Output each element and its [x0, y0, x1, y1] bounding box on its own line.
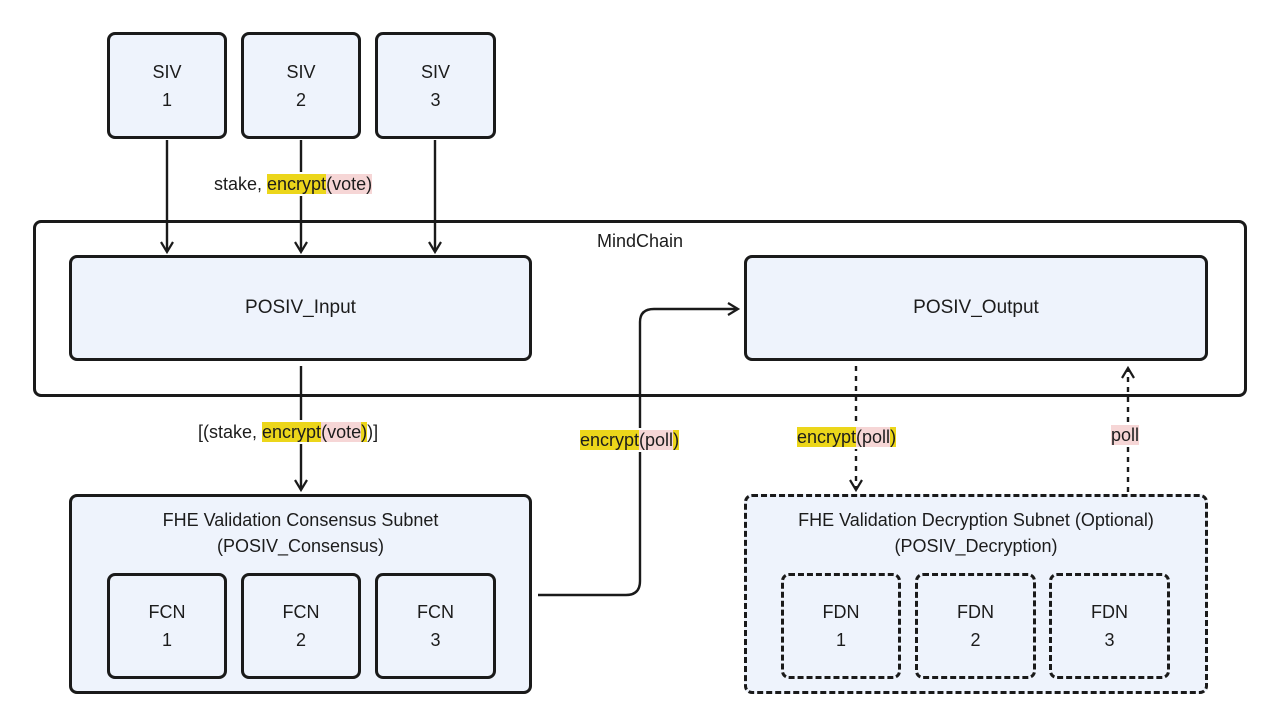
siv-node-name: SIV [152, 61, 182, 82]
label-encrypt: encrypt [267, 174, 327, 194]
subnet-title-text: FHE Validation Consensus Subnet [162, 510, 439, 530]
subnet-subtitle-text: (POSIV_Consensus) [216, 536, 385, 556]
siv-node-number: 2 [295, 89, 306, 110]
fcn-node-name: FCN [417, 602, 454, 622]
siv-node-2: SIV 2 [241, 32, 361, 139]
fdn-node-number: 1 [835, 630, 846, 650]
mindchain-title: MindChain [596, 231, 684, 251]
fcn-node-2: FCN 2 [241, 573, 361, 679]
label-open-paren: ( [326, 174, 333, 194]
label-close-paren: ) [366, 174, 373, 194]
label-argument: vote [332, 174, 367, 194]
siv-edge-label: stake, encrypt(vote) [214, 172, 373, 196]
label-encrypt: encrypt [797, 427, 857, 447]
posiv-output-label: POSIV_Output [913, 297, 1039, 318]
siv-node-number: 1 [161, 89, 172, 110]
consensus-edge-label: encrypt(poll) [580, 428, 680, 452]
posiv-input-box: POSIV_Input [69, 255, 532, 361]
subnet-title-text: FHE Validation Decryption Subnet (Option… [798, 510, 1154, 530]
fdn-node-name: FDN [957, 602, 994, 622]
siv-node-name: SIV [286, 61, 316, 82]
siv-node-3: SIV 3 [375, 32, 496, 139]
label-suffix: )] [367, 422, 379, 442]
decryption-subnet-title: FHE Validation Decryption Subnet (Option… [747, 507, 1205, 559]
label-argument: vote [327, 422, 362, 442]
fdn-node-1: FDN 1 [781, 573, 901, 679]
fdn-node-name: FDN [1091, 602, 1128, 622]
label-open-paren: ( [856, 427, 863, 447]
label-open-paren: ( [321, 422, 328, 442]
output-edge-label: encrypt(poll) [797, 425, 897, 449]
label-argument: poll [862, 427, 891, 447]
fdn-node-name: FDN [822, 602, 860, 622]
fcn-node-1: FCN 1 [107, 573, 227, 679]
input-edge-label: [(stake, encrypt(vote))] [198, 420, 379, 444]
siv-node-number: 3 [430, 89, 441, 110]
label-prefix: [(stake, [198, 422, 263, 442]
consensus-subnet-title: FHE Validation Consensus Subnet (POSIV_C… [72, 507, 529, 559]
label-close-paren: ) [890, 427, 897, 447]
subnet-subtitle-text: (POSIV_Decryption) [894, 536, 1058, 556]
return-edge-label: poll [1111, 423, 1140, 447]
fcn-node-number: 1 [161, 630, 172, 650]
label-argument: poll [1111, 425, 1140, 445]
fcn-node-name: FCN [282, 602, 320, 622]
fcn-node-name: FCN [148, 602, 186, 622]
fdn-node-2: FDN 2 [915, 573, 1036, 679]
label-prefix: stake, [214, 174, 268, 194]
siv-node-1: SIV 1 [107, 32, 227, 139]
fdn-node-number: 2 [970, 630, 981, 650]
posiv-output-box: POSIV_Output [744, 255, 1208, 361]
fcn-node-3: FCN 3 [375, 573, 496, 679]
label-argument: poll [645, 430, 674, 450]
label-close-paren: ) [673, 430, 680, 450]
label-close-paren: ) [361, 422, 368, 442]
fdn-node-number: 3 [1104, 630, 1115, 650]
siv-node-name: SIV [420, 61, 450, 82]
label-encrypt: encrypt [580, 430, 640, 450]
posiv-input-label: POSIV_Input [245, 297, 356, 318]
fcn-node-number: 3 [430, 630, 441, 650]
fdn-node-3: FDN 3 [1049, 573, 1170, 679]
mindchain-container: MindChain [33, 220, 1247, 397]
label-open-paren: ( [639, 430, 646, 450]
label-encrypt: encrypt [262, 422, 322, 442]
fcn-node-number: 2 [295, 630, 306, 650]
